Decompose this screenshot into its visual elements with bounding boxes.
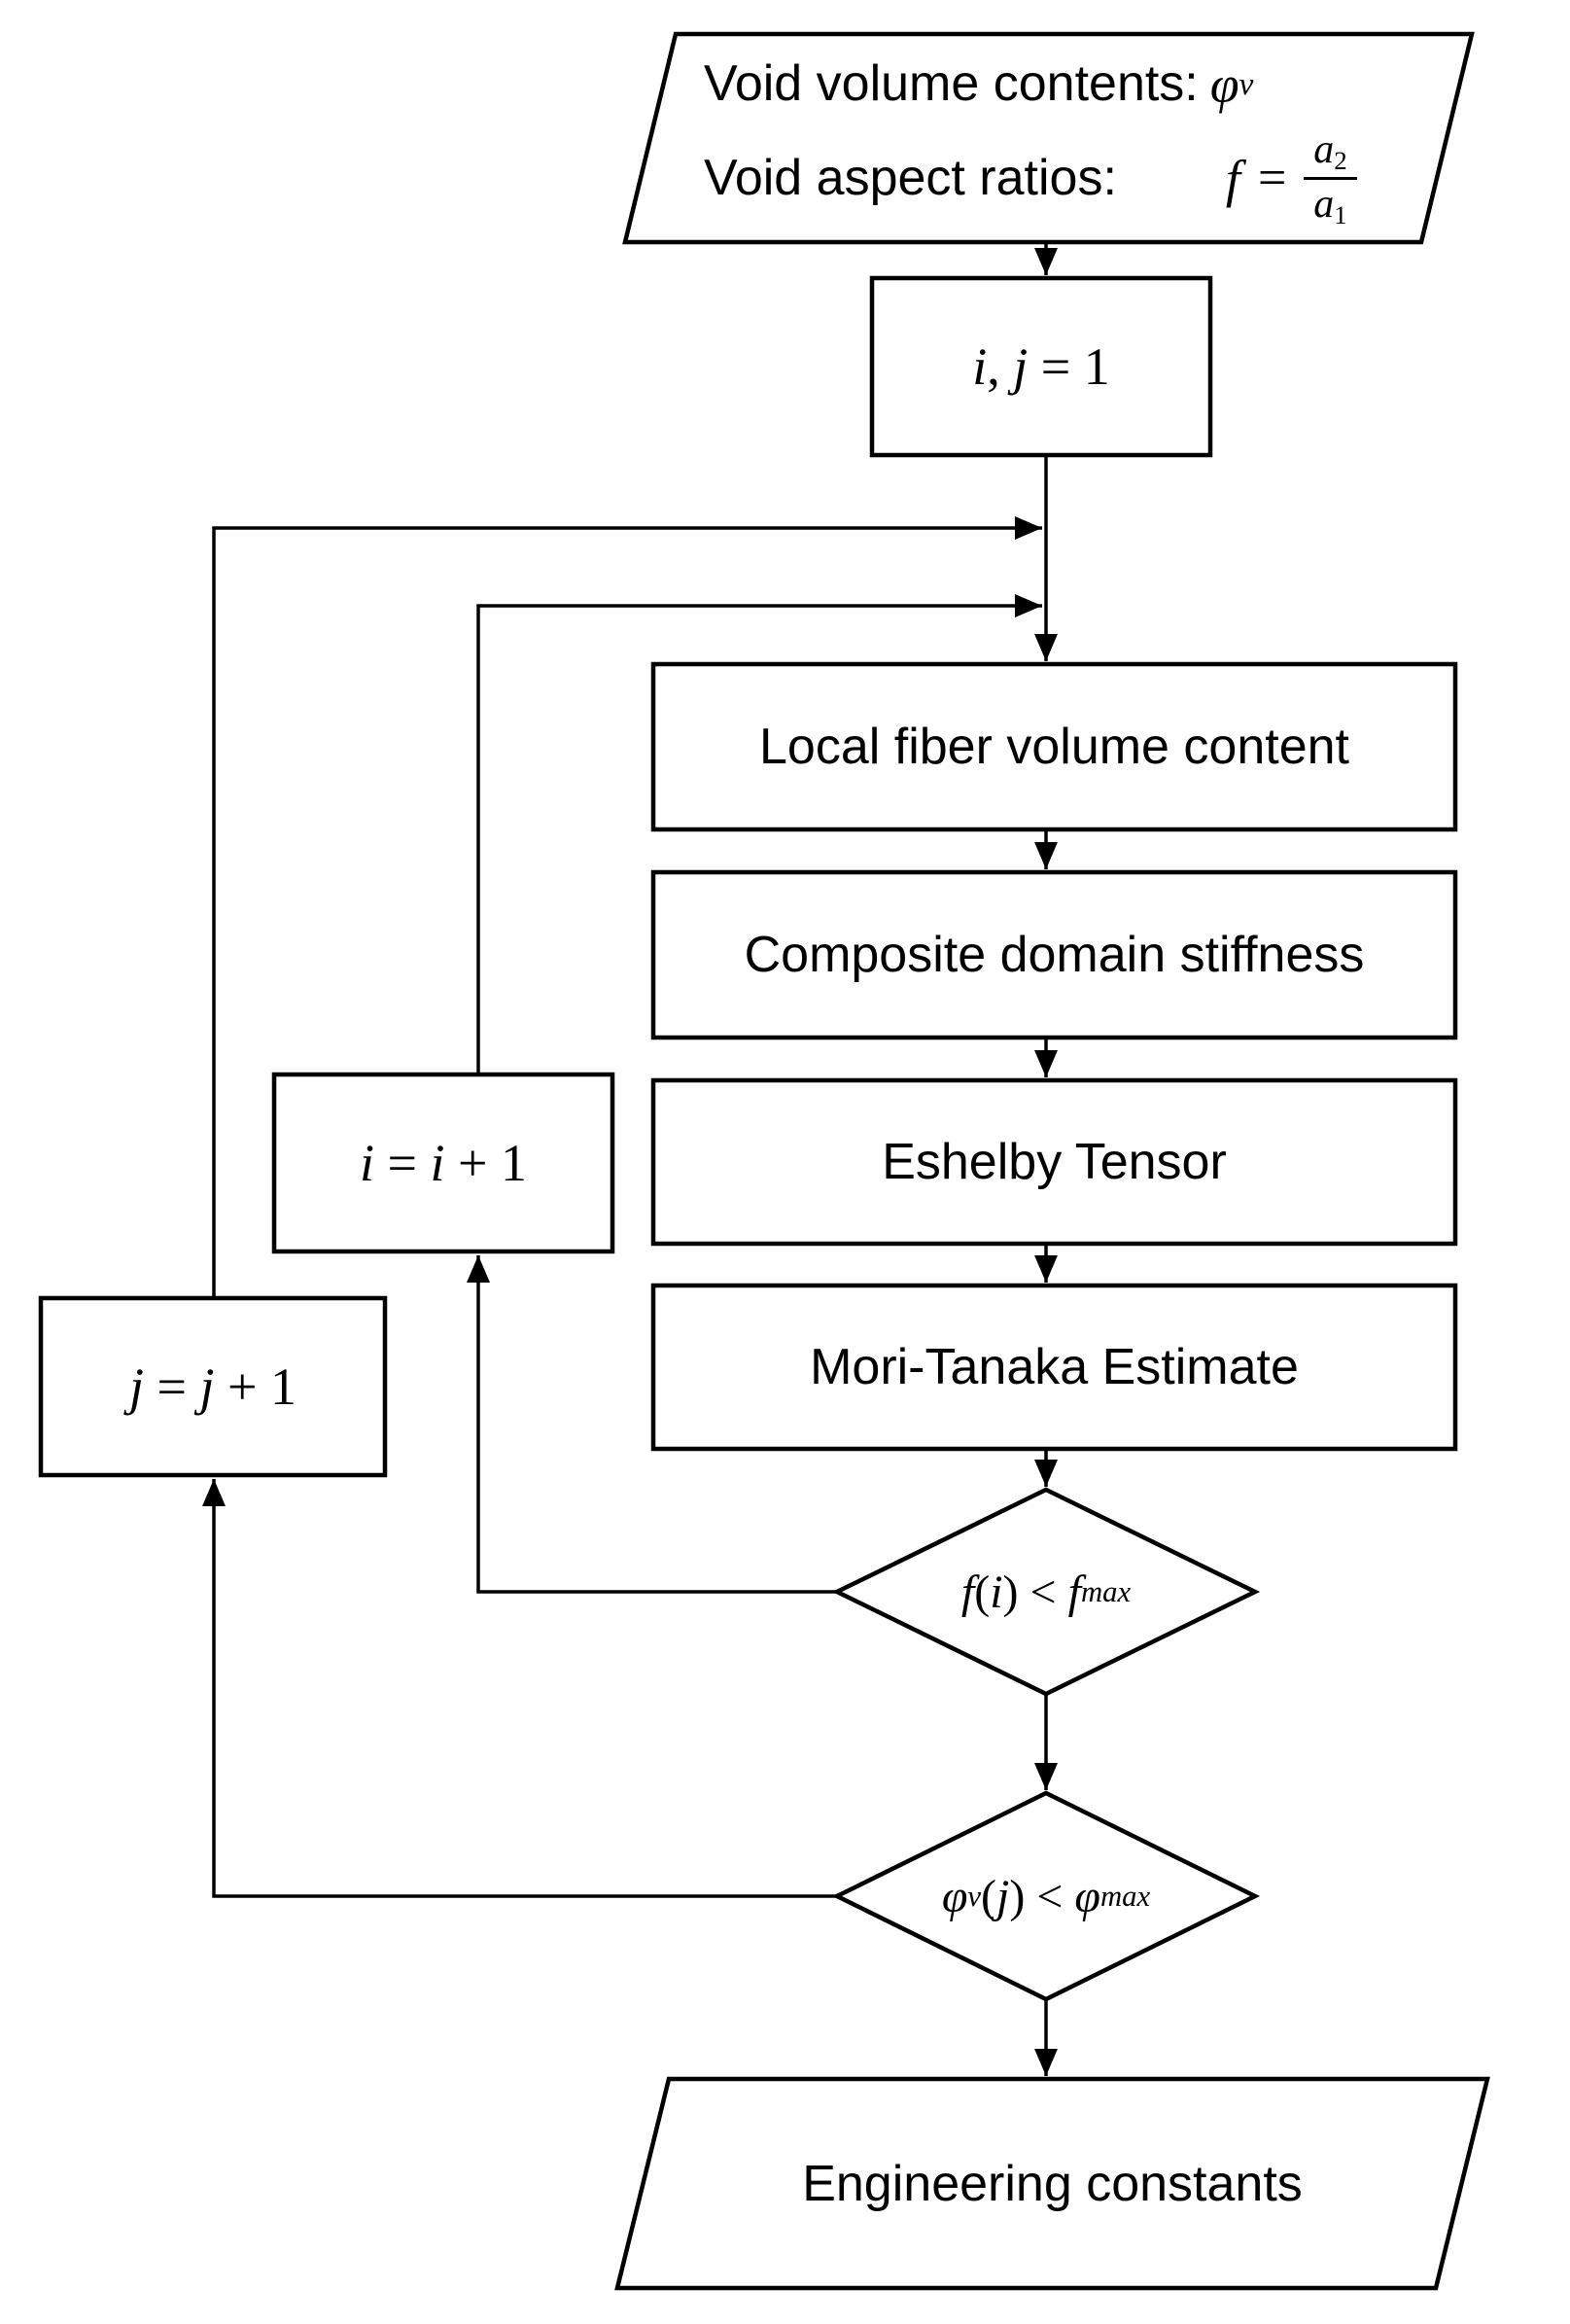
fraction-bar [1304,177,1357,181]
void-volume-label: Void volume contents: [704,55,1199,113]
init-var-i: i [972,337,988,396]
dec-phi-bound-subscript: max [1099,1879,1151,1913]
inc-j-lhs: j [129,1357,145,1416]
decision-phi-diamond-shape [831,1790,1261,2002]
edge-j-loop-reentry [212,516,1042,1298]
dec-phi-less-than: < [1025,1870,1075,1922]
inc-j-equals: = [144,1357,200,1416]
eshelby-box-shape [650,1077,1458,1247]
increment-i-label: i = i + 1 [274,1074,612,1251]
inc-i-lhs: i [360,1134,375,1192]
phi-subscript: v [1239,65,1254,102]
denominator-subscript: 1 [1334,200,1347,230]
dec-f-arg: i [990,1566,1003,1618]
input-row-aspect-ratio: Void aspect ratios: f = a2 a1 [704,128,1357,229]
dec-f-less-than: < [1018,1566,1068,1618]
numerator-a: a [1313,127,1335,173]
mori-tanaka-box-shape [650,1283,1458,1452]
composite-stiffness-label: Composite domain stiffness [744,927,1365,983]
increment-i-box-shape [271,1072,615,1254]
init-box-shape [869,275,1213,458]
mori-tanaka-label: Mori-Tanaka Estimate [810,1339,1299,1395]
inc-j-rhs: j [199,1357,215,1416]
increment-j-label: j = j + 1 [41,1298,385,1475]
numerator-subscript: 2 [1334,146,1347,176]
local-fiber-box-shape [650,661,1458,832]
decision-f-diamond-shape [831,1487,1261,1697]
output-parallelogram-shape [614,2076,1490,2291]
init-comma: , [987,337,1014,396]
dec-phi-close-paren: ) [1009,1870,1026,1922]
output-node-label: Engineering constants [802,2155,1303,2212]
equals-sign: = [1257,150,1287,206]
dec-phi-open-paren: ( [981,1870,997,1922]
fraction-denominator: a1 [1304,183,1356,229]
edge-i-loop-reentry [476,594,1042,1074]
increment-j-box-shape [38,1295,388,1478]
fraction-numerator: a2 [1304,128,1356,174]
dec-phi-arg: j [996,1870,1010,1922]
dec-phi-func-subscript: v [967,1879,982,1913]
edge-decision-f-to-increment-i [467,1255,837,1594]
dec-f-bound: f [1067,1566,1081,1618]
init-var-j: j [1013,337,1029,396]
input-parallelogram-shape [622,31,1475,245]
dec-f-close-paren: ) [1002,1566,1019,1618]
composite-stiffness-box-shape [650,869,1458,1040]
aspect-ratio-fraction: a2 a1 [1304,128,1357,229]
dec-phi-func: φ [941,1870,968,1922]
f-symbol: f [1225,149,1240,208]
init-equals-one: = 1 [1028,337,1110,396]
inc-i-equals: = [374,1134,431,1192]
local-fiber-label: Local fiber volume content [758,719,1349,775]
inc-j-plus-one: + 1 [214,1357,297,1416]
inc-i-rhs: i [430,1134,445,1192]
dec-f-bound-subscript: max [1080,1574,1132,1608]
aspect-ratio-label: Void aspect ratios: [704,149,1117,206]
phi-symbol: φ [1209,55,1239,114]
eshelby-label: Eshelby Tensor [882,1134,1227,1190]
init-node-label: i, j = 1 [872,278,1210,455]
denominator-a: a [1313,182,1335,228]
inc-i-plus-one: + 1 [444,1134,527,1192]
edge-decision-phi-to-increment-j [202,1479,837,1898]
dec-phi-bound: φ [1074,1870,1100,1922]
dec-f-open-paren: ( [974,1566,991,1618]
dec-f-func: f [960,1566,975,1618]
